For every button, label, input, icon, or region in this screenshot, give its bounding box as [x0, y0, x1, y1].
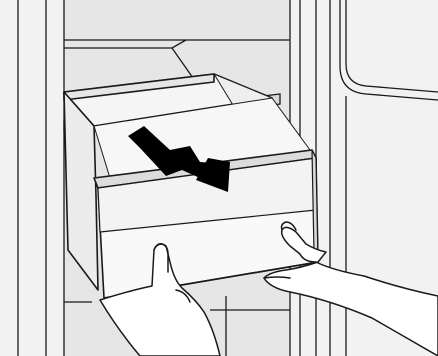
illustration	[0, 0, 438, 356]
drawer-removal-diagram	[0, 0, 438, 356]
